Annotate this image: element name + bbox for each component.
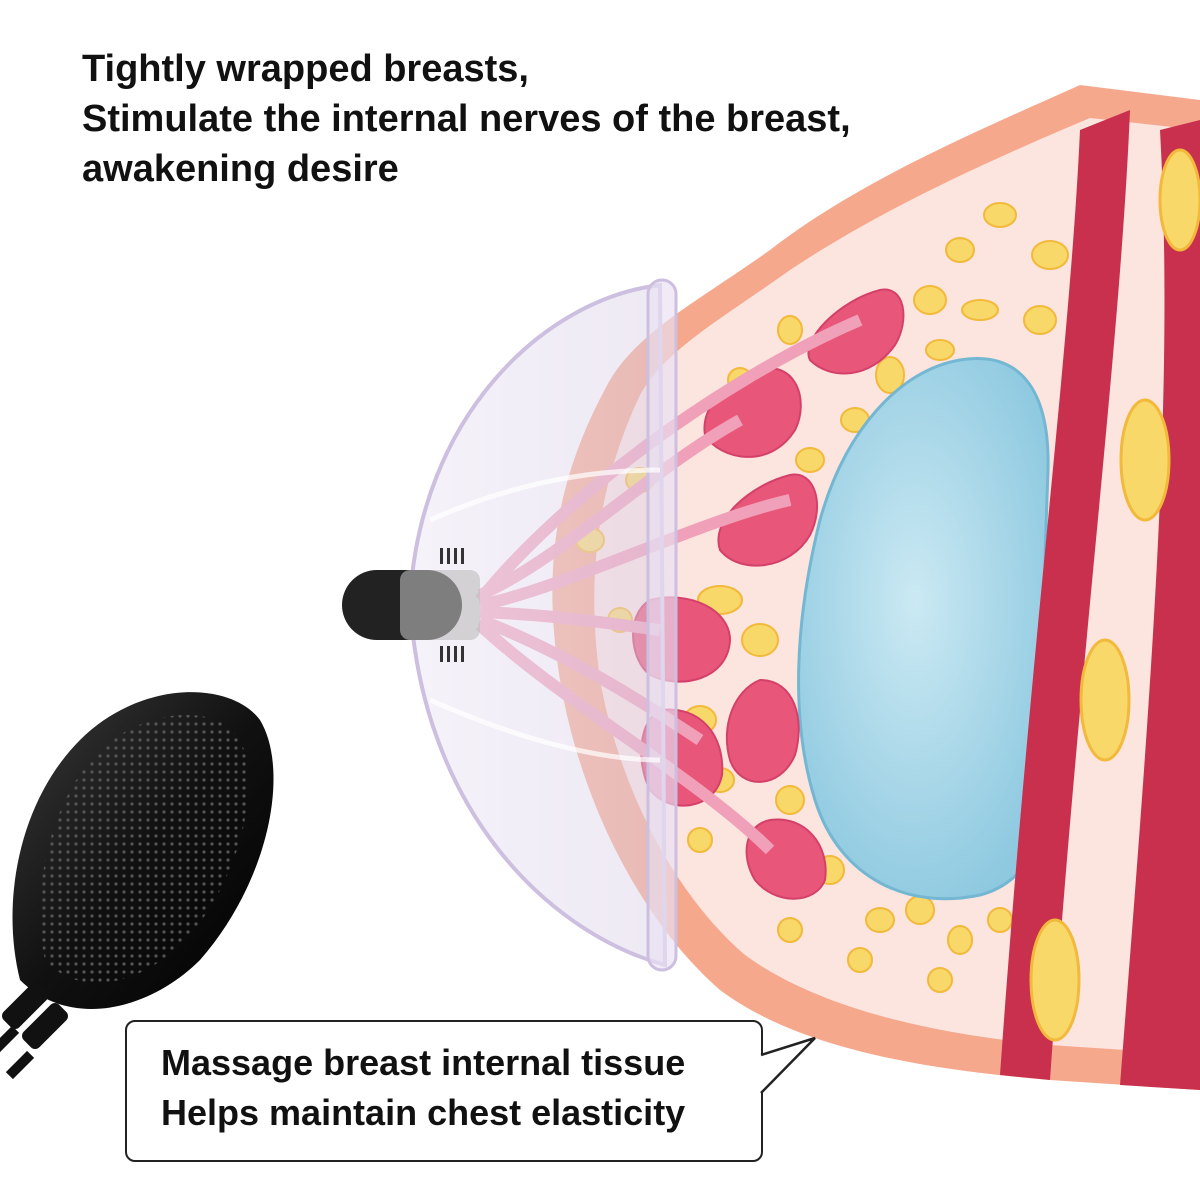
mammary-glands xyxy=(475,288,905,900)
callout-box: Massage breast internal tissue Helps mai… xyxy=(125,1020,763,1162)
nipple-vibrator xyxy=(342,548,480,662)
suction-cup xyxy=(407,278,678,972)
headline-line-1: Tightly wrapped breasts, xyxy=(82,48,529,90)
device-cables xyxy=(0,983,68,1080)
callout-tail xyxy=(760,1036,816,1094)
callout-line-1: Massage breast internal tissue xyxy=(161,1042,686,1083)
headline-line-2: Stimulate the internal nerves of the bre… xyxy=(82,98,851,140)
implant-shape xyxy=(797,357,1060,901)
controller-device xyxy=(0,692,274,1080)
callout-line-2: Helps maintain chest elasticity xyxy=(161,1092,686,1133)
headline-text: Tightly wrapped breasts, Stimulate the i… xyxy=(82,44,851,194)
callout-text: Massage breast internal tissue Helps mai… xyxy=(161,1038,685,1138)
headline-line-3: awakening desire xyxy=(82,148,399,190)
chest-muscle xyxy=(1000,110,1200,1090)
